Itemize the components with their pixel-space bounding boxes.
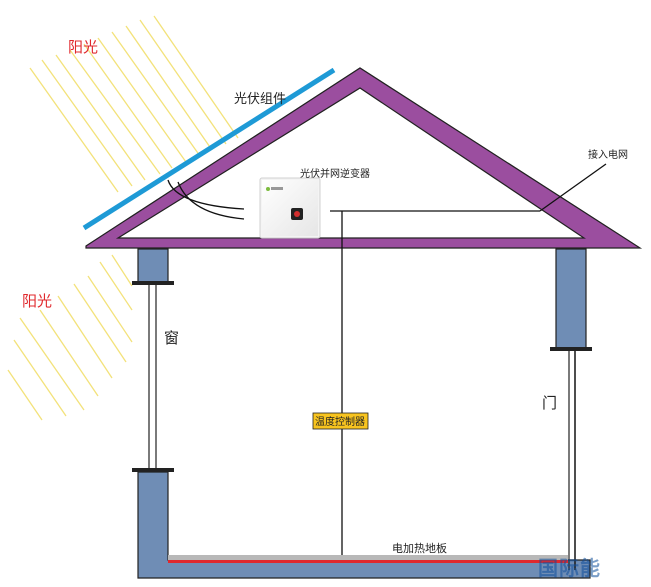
right-sill — [550, 347, 592, 351]
watermark-logo: 国际能 — [538, 556, 601, 580]
heating-floor-gray — [168, 555, 568, 560]
dc-cable-2 — [177, 181, 245, 220]
door-label: 门 — [542, 394, 557, 412]
pv-module-panel — [82, 67, 336, 231]
sunlight-label-left: 阳光 — [22, 292, 52, 310]
grid-label: 接入电网 — [588, 148, 628, 161]
left-sill-lower — [132, 468, 174, 472]
dc-cable-1 — [167, 179, 245, 210]
sun-rays-left — [7, 254, 133, 421]
heating-floor-label: 电加热地板 — [392, 541, 447, 555]
roof-outline — [85, 67, 643, 249]
inverter-device — [259, 177, 321, 239]
temp-controller-label: 温度控制器 — [315, 415, 365, 428]
temp-controller-box — [312, 412, 369, 430]
left-pillar-upper — [137, 248, 169, 284]
left-sill-upper — [132, 281, 174, 285]
grid-cable-diagonal — [539, 163, 607, 212]
heating-floor-red — [168, 560, 568, 563]
roof — [85, 67, 642, 249]
window-label: 窗 — [164, 329, 179, 347]
right-pillar — [555, 248, 587, 350]
inverter-label: 光伏并网逆变器 — [300, 167, 370, 180]
pv-module-label: 光伏组件 — [234, 92, 286, 107]
sun-rays-top — [29, 15, 239, 193]
sunlight-label-top: 阳光 — [68, 38, 98, 56]
left-wall-lower — [137, 471, 591, 579]
